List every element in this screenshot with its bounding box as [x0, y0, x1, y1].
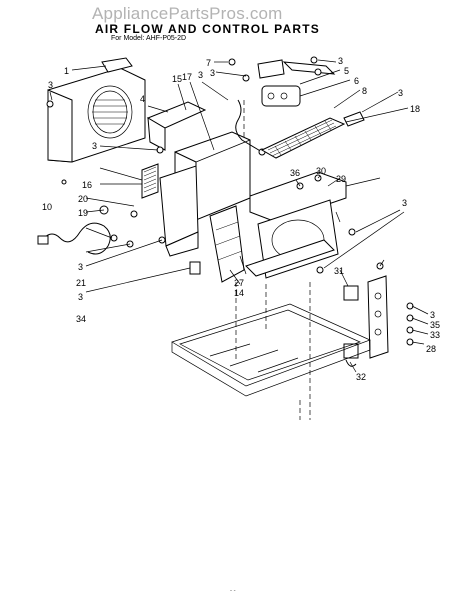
- shroud-bracket-part: [146, 101, 207, 151]
- screws-top: [228, 56, 322, 82]
- callout-13: 17: [182, 72, 192, 82]
- callout-3: 3: [338, 56, 343, 66]
- callout-8: 8: [362, 86, 367, 96]
- base-pan-part: [171, 100, 371, 420]
- callout-4: 4: [140, 94, 145, 104]
- louver-clip-part: [343, 111, 365, 127]
- vent-louver-part: [260, 117, 346, 159]
- callout-32: 35: [430, 320, 440, 330]
- callout-3: 3: [402, 198, 407, 208]
- callout-3: 3: [92, 141, 97, 151]
- callout-20: 29: [336, 174, 346, 184]
- callout-3: 3: [78, 262, 83, 272]
- callout-28: 32: [356, 372, 366, 382]
- callout-3: 3: [210, 68, 215, 78]
- callout-6: 6: [354, 76, 359, 86]
- wire-harness-part: [235, 99, 266, 156]
- callout-11: 15: [172, 74, 182, 84]
- capacitor-part: [261, 85, 301, 107]
- control-bracket-part: [257, 59, 336, 79]
- power-cord-part: [37, 222, 111, 255]
- callout-5: 5: [344, 66, 349, 76]
- callout-29: 28: [426, 344, 436, 354]
- callout-12: 16: [82, 180, 92, 190]
- callout-3: 3: [48, 80, 53, 90]
- leader-lines: [49, 59, 429, 373]
- evaporator-frame-part: [245, 171, 347, 279]
- callout-21: 30: [316, 166, 326, 176]
- inner-panel-part: [159, 165, 199, 257]
- partition-part: [209, 205, 245, 283]
- callout-14: 14: [234, 288, 244, 298]
- callout-15: 18: [410, 104, 420, 114]
- callout-19: 27: [234, 278, 244, 288]
- callout-33: 36: [290, 168, 300, 178]
- callout-7: 7: [206, 58, 211, 68]
- callout-3: 3: [430, 310, 435, 320]
- diagram-title: AIR FLOW AND CONTROL PARTS: [95, 22, 320, 36]
- control-box-part: [367, 275, 389, 359]
- callout-3: 3: [398, 88, 403, 98]
- switch-part: [343, 285, 359, 367]
- watermark-text: AppliancePartsPros.com: [92, 4, 283, 23]
- callout-27: 31: [334, 266, 344, 276]
- callout-3: 3: [198, 70, 203, 80]
- callout-1: 1: [64, 66, 69, 76]
- knob-part: [99, 205, 166, 248]
- callout-3: 3: [78, 292, 83, 302]
- page-footer-mark: - -: [230, 588, 236, 594]
- callout-16: 19: [78, 208, 88, 218]
- callout-17: 20: [78, 194, 88, 204]
- callout-labels: 1 3 4 15 17 3 7 3 3 5 6 8 3 18 3 10 16 2…: [42, 56, 440, 382]
- filter-mesh-part: [141, 163, 159, 199]
- callout-30: 33: [430, 330, 440, 340]
- top-bracket-part: [101, 57, 133, 73]
- callout-10: 10: [42, 202, 52, 212]
- callout-31: 34: [76, 314, 86, 324]
- model-number: For Model: AHF-P05-2D: [111, 35, 187, 42]
- callout-18: 21: [76, 278, 86, 288]
- clip-part-31: [189, 261, 201, 275]
